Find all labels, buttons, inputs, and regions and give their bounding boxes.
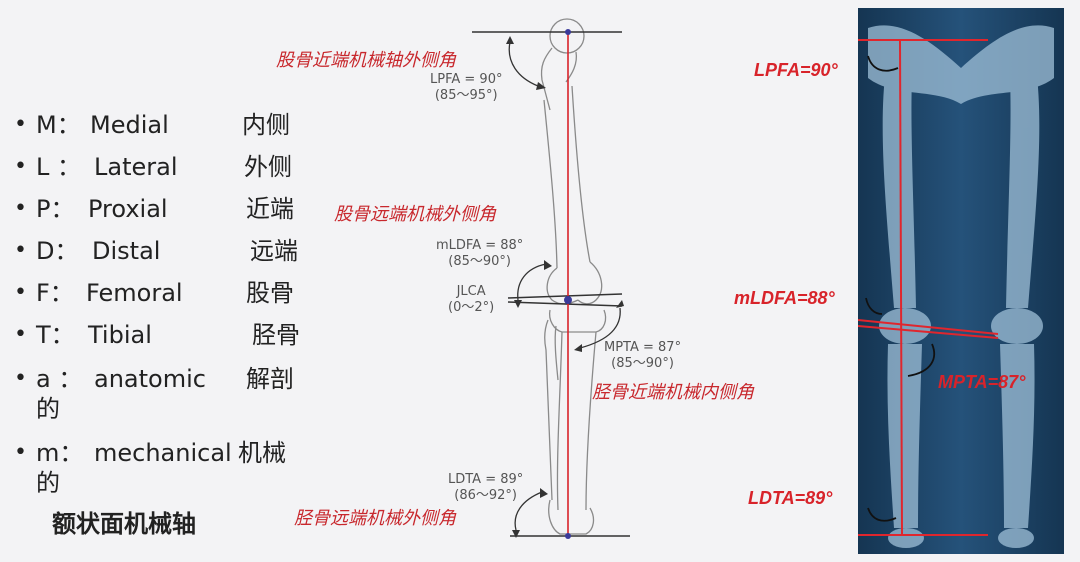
legend-en: Femoral: [86, 279, 183, 307]
ldta-value: LDTA = 89°: [448, 472, 524, 487]
legend-zh: 外侧: [244, 153, 292, 181]
lpfa-cn-label: 股骨近端机械轴外侧角: [276, 50, 456, 71]
xray-image: [858, 8, 1064, 554]
bullet-icon: •: [14, 112, 27, 137]
ldta-cn-label: 胫骨远端机械外侧角: [294, 508, 456, 529]
legend-abbr: M：: [36, 111, 81, 139]
legend-en: mechanical: [94, 439, 232, 467]
mpta-value: MPTA = 87°: [604, 340, 682, 355]
xray-mpta-label: MPTA=87°: [938, 372, 1026, 392]
xray-ldta-label: LDTA=89°: [748, 488, 833, 508]
legend-zh: 内侧: [242, 111, 290, 139]
mldfa-range: (85～90°): [448, 254, 512, 269]
legend-abbr: m：: [36, 439, 84, 467]
legend-en: Tibial: [88, 321, 152, 349]
legend-abbr: L ：: [36, 153, 81, 181]
legend-abbr: F：: [36, 279, 74, 307]
legend-en: Lateral: [94, 153, 178, 181]
lpfa-range: (85～95°): [434, 88, 498, 103]
legend-en: anatomic: [94, 365, 206, 393]
legend-zh: 机械: [238, 439, 286, 467]
lpfa-value: LPFA = 90°: [430, 72, 503, 87]
xray-mldfa-label: mLDFA=88°: [734, 288, 835, 308]
xray-bones: [858, 8, 1064, 554]
legend-abbr: a ：: [36, 365, 83, 393]
legend-zh: 远端: [250, 237, 298, 265]
legend-wrap: 的: [36, 469, 60, 497]
ldta-label: LDTA = 89° (86～92°): [448, 472, 523, 504]
lpfa-label: LPFA = 90° (85～95°): [430, 72, 502, 104]
legend-abbr: D：: [36, 237, 79, 265]
ldta-range: (86～92°): [454, 488, 517, 503]
legend-zh: 解剖: [246, 365, 294, 393]
bullet-icon: •: [14, 366, 27, 391]
bone-outline-drawing: [472, 18, 630, 539]
jlca-range: (0～2°): [448, 300, 495, 315]
bullet-icon: •: [14, 280, 27, 305]
mldfa-value: mLDFA = 88°: [436, 238, 524, 253]
bullet-icon: •: [14, 238, 27, 263]
mpta-range: (85～90°): [611, 356, 674, 371]
legend-zh: 胫骨: [252, 321, 300, 349]
legend-en: Medial: [90, 111, 169, 139]
bullet-icon: •: [14, 196, 27, 221]
frontal-axis-title: 额状面机械轴: [52, 510, 196, 538]
xray-lpfa-label: LPFA=90°: [754, 60, 838, 80]
legend-abbr: T：: [36, 321, 75, 349]
leg-diagram: 股骨近端机械轴外侧角 LPFA = 90° (85～95°) 股骨远端机械外侧角…: [260, 0, 800, 562]
bullet-icon: •: [14, 322, 27, 347]
legend-en: Distal: [92, 237, 161, 265]
legend-zh: 股骨: [246, 279, 294, 307]
legend-wrap: 的: [36, 395, 60, 423]
jlca-value: JLCA: [456, 284, 486, 299]
mpta-label: MPTA = 87° (85～90°): [604, 340, 681, 372]
mpta-cn-label: 胫骨近端机械内侧角: [592, 382, 754, 403]
legend-zh: 近端: [246, 195, 294, 223]
legend-en: Proxial: [88, 195, 168, 223]
bullet-icon: •: [14, 440, 27, 465]
jlca-label: JLCA (0～2°): [448, 284, 494, 316]
bullet-icon: •: [14, 154, 27, 179]
mldfa-cn-label: 股骨远端机械外侧角: [334, 204, 496, 225]
mldfa-label: mLDFA = 88° (85～90°): [436, 238, 523, 270]
legend-abbr: P：: [36, 195, 75, 223]
